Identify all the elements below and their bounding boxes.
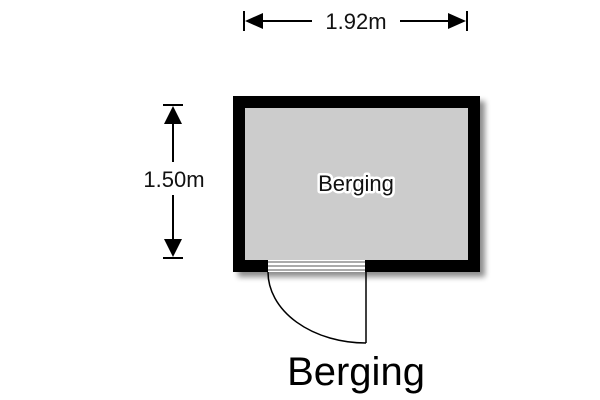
height-arrow-down-icon (164, 239, 182, 257)
door-jamb-left (264, 260, 268, 272)
room (233, 96, 480, 272)
width-dimension-label: 1.92m (325, 9, 386, 34)
door-swing-arc (267, 271, 367, 344)
plan-title: Berging (287, 350, 425, 394)
height-arrow-up-icon (164, 106, 182, 124)
room-label: Berging (318, 171, 394, 196)
width-dimension: 1.92m (243, 9, 468, 34)
door (264, 260, 369, 344)
room-floor (245, 108, 468, 260)
door-jamb-right (365, 260, 369, 272)
height-dimension: 1.50m (143, 104, 205, 259)
width-arrow-left-icon (245, 13, 263, 29)
width-arrow-right-icon (448, 13, 466, 29)
height-dimension-label: 1.50m (143, 167, 204, 192)
